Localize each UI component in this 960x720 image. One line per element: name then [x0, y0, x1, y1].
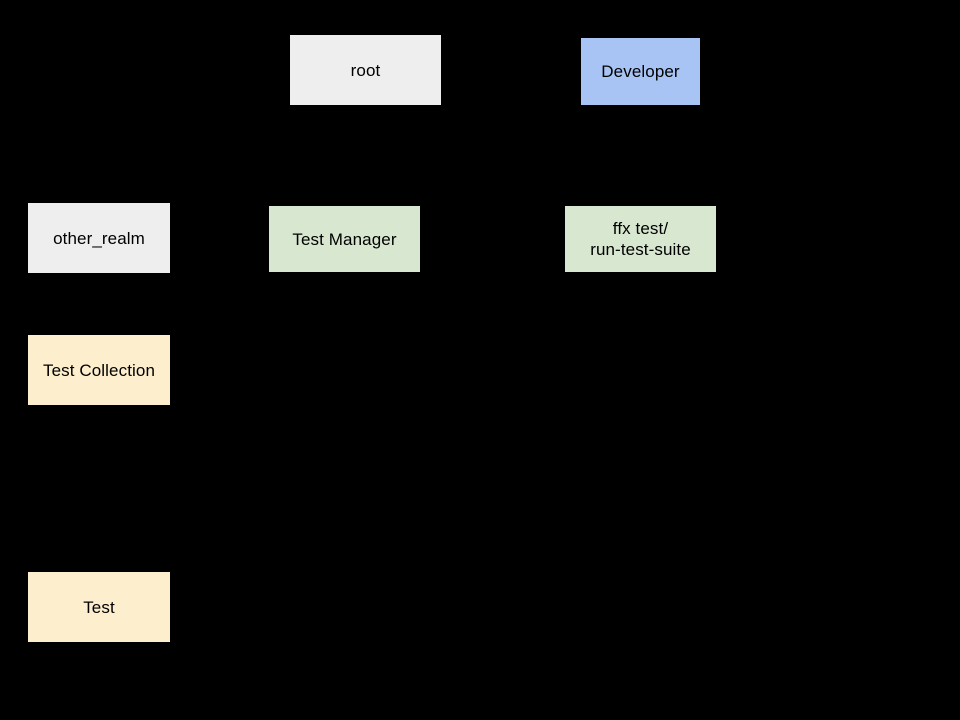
node-other-realm[interactable]: other_realm	[28, 203, 170, 273]
node-other-realm-label: other_realm	[53, 228, 145, 248]
node-test-manager[interactable]: Test Manager	[269, 206, 420, 272]
node-test-label: Test	[83, 597, 115, 617]
node-test[interactable]: Test	[28, 572, 170, 642]
node-ffx-test-run-test-suite-label: ffx test/ run-test-suite	[590, 219, 691, 259]
node-test-manager-label: Test Manager	[292, 229, 397, 249]
node-root-label: root	[350, 60, 381, 80]
node-root[interactable]: root	[290, 35, 441, 105]
node-developer[interactable]: Developer	[581, 38, 700, 105]
node-test-collection-label: Test Collection	[42, 360, 156, 380]
node-ffx-test-run-test-suite[interactable]: ffx test/ run-test-suite	[565, 206, 716, 272]
node-test-collection[interactable]: Test Collection	[28, 335, 170, 405]
node-developer-label: Developer	[601, 62, 680, 81]
